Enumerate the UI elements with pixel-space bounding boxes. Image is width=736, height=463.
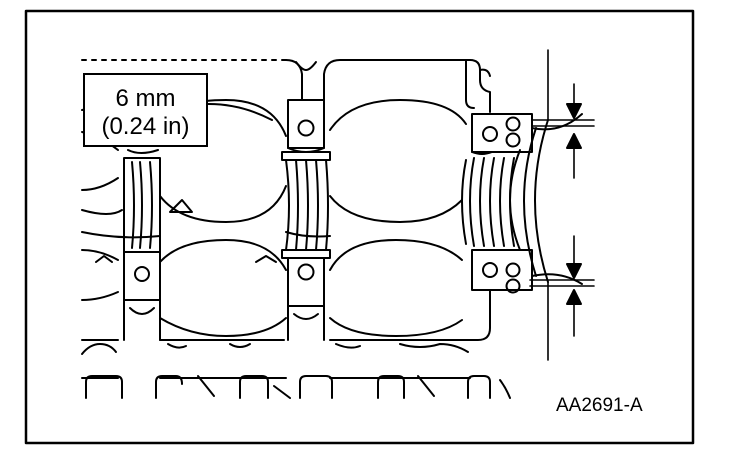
arrow-up-icon: [566, 289, 582, 305]
bearing-cap-2: [281, 61, 331, 341]
dimension-lines: [529, 49, 595, 361]
bearing-cap-3: [461, 113, 583, 294]
bearing-cap-1: [123, 149, 161, 341]
arrow-up-icon: [566, 133, 582, 149]
arrow-down-icon: [566, 263, 582, 279]
dimension-callout: 6 mm (0.24 in): [83, 73, 208, 147]
arrow-down-icon: [566, 103, 582, 119]
figure-id-label: AA2691-A: [556, 395, 643, 416]
dimension-metric: 6 mm: [115, 85, 176, 112]
pan-rail: [85, 375, 511, 399]
dimension-imperial: (0.24 in): [101, 113, 190, 140]
figure-border: [24, 9, 695, 445]
